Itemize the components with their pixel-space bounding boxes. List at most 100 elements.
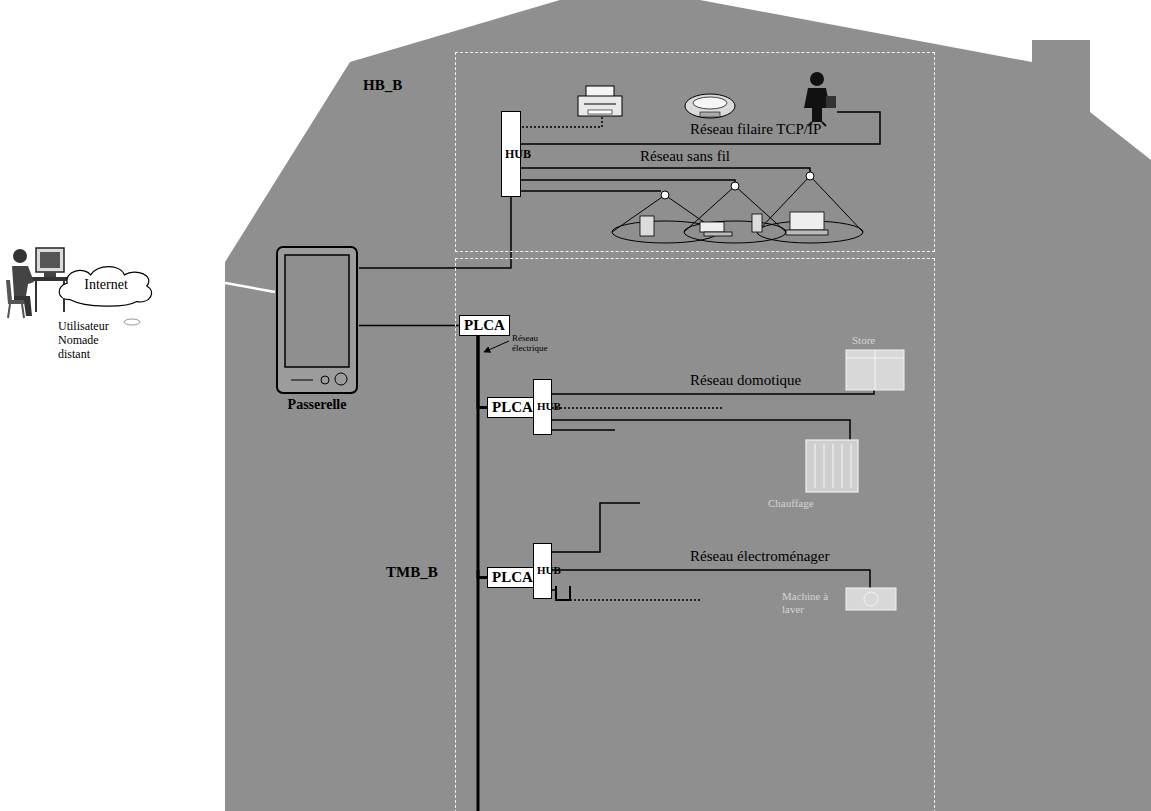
home-automation-lines [540,420,850,440]
power-network-leader [484,341,509,352]
node-label: PLCA [492,399,533,416]
printer-icon [586,86,614,97]
wireless-cones [612,172,863,243]
hub-box: HUB [533,379,552,435]
store-icon [846,358,904,359]
wireless-cones [731,182,739,190]
node-label: HUB [537,563,548,579]
appliance-lines [540,503,870,600]
appliance-lines [540,503,640,552]
radiator-icon [823,444,824,488]
hub-box: HUB [501,111,521,197]
zone-heading: HB_B [363,77,402,94]
wireless-cones [806,172,814,180]
network-label: Réseau domotique [690,372,801,389]
workstation-user-icon [826,96,836,108]
network-label: Réseau électrique [512,333,564,354]
remote-user-icon [12,266,34,296]
plc-adapter: PLCA [487,567,538,588]
wireless-devices [786,230,828,235]
remote-user-icon [6,280,24,304]
radiator-icon [850,444,851,488]
remote-user-icon [13,249,27,263]
store-icon [875,350,876,390]
device-label: Chauffage [768,497,814,510]
printer-icon [578,96,622,116]
wired-network-lines [506,168,810,172]
network-wire [478,336,487,578]
home-automation-lines [540,390,874,394]
wired-network-lines [506,190,661,192]
remote-user-icon [8,304,10,318]
internet-antenna-symbol [124,319,140,325]
plc-adapter: PLCA [459,315,510,336]
node-label: HUB [505,142,517,166]
gateway-slot [291,380,313,381]
cloud-outline [59,267,151,307]
internet-antenna-symbol [124,319,140,325]
remote-user-icon [6,248,70,318]
home-automation-lines [540,407,722,409]
wireless-devices [752,214,762,232]
appliance-lines [540,570,870,588]
node-label: HUB [537,399,548,415]
gateway-case [277,247,357,393]
gateway-drawing [275,245,359,395]
washing-machine-icon [864,592,878,606]
gateway-device: Passerelle [275,245,359,415]
device-label: Machine à laver [782,590,842,615]
zone-heading: TMB_B [386,564,438,581]
plc-adapter: PLCA [487,397,538,418]
printer-icon [588,110,612,114]
wireless-link [157,280,275,294]
radiator-icon [806,440,858,492]
gateway-screen [285,255,349,367]
house-silhouette [225,0,1151,811]
node-label: Internet [84,277,128,293]
radiator-icon [841,444,842,488]
store-icon [846,350,904,390]
scanner-icon [685,94,735,118]
wireless-cones [757,176,863,232]
scanner-icon [693,97,727,109]
radiator-icon [806,440,858,492]
gateway-button [321,376,329,384]
network-label: Réseau filaire TCP/IP [690,121,821,138]
printer-icon [578,86,622,116]
internet-cloud: Internet [55,262,157,308]
device-label: Store [852,334,875,347]
scanner-icon [700,112,720,117]
power-bus-line [477,570,480,811]
node-label: PLCA [464,317,505,334]
remote-user-icon [22,304,24,318]
power-bus-line [478,570,479,811]
network-wire [359,325,459,327]
scanner-icon [685,94,735,118]
appliance-lines [570,599,700,601]
node-label: PLCA [492,569,533,586]
wireless-devices [640,212,828,236]
radiator-icon [814,444,815,488]
power-network-leader [484,341,509,352]
wireless-devices [700,222,724,232]
node-label: Passerelle [275,397,359,413]
store-icon [846,350,904,390]
remote-user-icon [44,272,56,277]
wireless-devices [704,232,732,236]
workstation-user-icon [804,72,836,126]
remote-user-icon [30,277,70,281]
wireless-devices [790,212,824,230]
remote-user-icon [35,281,37,312]
gateway-button [335,373,347,385]
plug-symbol [556,586,570,600]
radiator-icon [832,444,833,488]
washing-machine-icon [846,588,896,610]
hub-box: HUB [533,543,552,599]
network-label: Réseau sans fil [640,148,730,165]
printer-icon [584,104,616,105]
wired-network-lines [506,112,880,144]
workstation-user-icon [822,122,826,126]
